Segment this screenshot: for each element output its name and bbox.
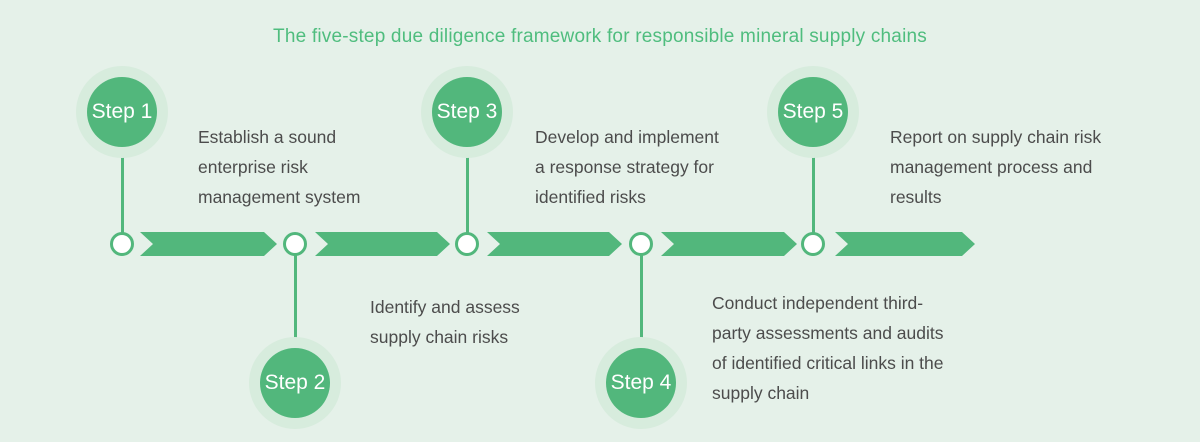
- step4-badge: Step 4: [595, 337, 687, 429]
- step5-badge: Step 5: [767, 66, 859, 158]
- step5-badge-circle: Step 5: [778, 77, 848, 147]
- step1-label: Step 1: [91, 100, 153, 123]
- timeline-arrow-5: [835, 232, 975, 256]
- step4-connector-line: [639, 244, 643, 348]
- step5-timeline-node: [801, 232, 825, 256]
- step2-description: Identify and assess supply chain risks: [370, 297, 520, 347]
- step5-description: Report on supply chain risk management p…: [890, 127, 1102, 207]
- step1-badge-circle: Step 1: [87, 77, 157, 147]
- step1-connector-line: [120, 147, 124, 244]
- step1-timeline-node: [110, 232, 134, 256]
- step2-badge-circle: Step 2: [260, 348, 330, 418]
- step1-description: Establish a sound enterprise risk manage…: [198, 127, 361, 207]
- step3-connector-line: [465, 147, 469, 244]
- timeline-arrow-4: [661, 232, 797, 256]
- diagram-title: The five-step due diligence framework fo…: [273, 26, 927, 47]
- timeline-arrow-3: [487, 232, 622, 256]
- timeline-arrow-2: [315, 232, 450, 256]
- step2-timeline-node: [283, 232, 307, 256]
- step2-label: Step 2: [264, 371, 326, 394]
- step3-badge: Step 3: [421, 66, 513, 158]
- step3-label: Step 3: [436, 100, 498, 123]
- step4-description: Conduct independent third- party assessm…: [712, 293, 944, 403]
- timeline-arrow-1: [140, 232, 277, 256]
- step3-description: Develop and implement a response strateg…: [535, 127, 719, 207]
- step3-badge-circle: Step 3: [432, 77, 502, 147]
- step4-timeline-node: [629, 232, 653, 256]
- step5-connector-line: [811, 147, 815, 244]
- step1-badge: Step 1: [76, 66, 168, 158]
- step5-label: Step 5: [782, 100, 844, 123]
- step2-connector-line: [293, 244, 297, 348]
- step4-badge-circle: Step 4: [606, 348, 676, 418]
- step4-label: Step 4: [610, 371, 672, 394]
- step3-timeline-node: [455, 232, 479, 256]
- step2-badge: Step 2: [249, 337, 341, 429]
